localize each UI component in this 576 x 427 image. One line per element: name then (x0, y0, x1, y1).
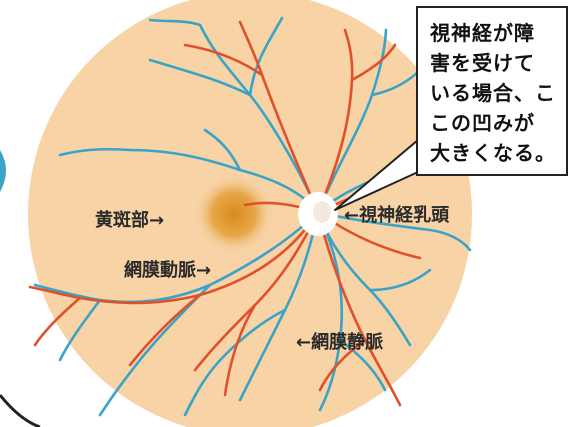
callout-line: 視神経が障 (430, 21, 535, 45)
macula (194, 174, 274, 254)
callout-line: 害を受けて (430, 51, 535, 75)
callout-line: 大きくなる。 (430, 141, 556, 165)
optic-disc-label: ←視神経乳頭 (344, 204, 450, 226)
callout-line: この凹みが (430, 111, 535, 135)
macula-label: 黄斑部→ (95, 209, 164, 231)
retinal-vein-label: ←網膜静脈 (296, 331, 383, 353)
callout-line: いる場合、こ (430, 81, 556, 105)
left-edge-accent (0, 150, 6, 192)
retinal-artery-label: 網膜動脈→ (124, 259, 211, 281)
fundus-outline (0, 394, 41, 427)
optic-cup (313, 201, 331, 223)
callout-box: 視神経が障 害を受けて いる場合、こ この凹みが 大きくなる。 (416, 6, 568, 176)
